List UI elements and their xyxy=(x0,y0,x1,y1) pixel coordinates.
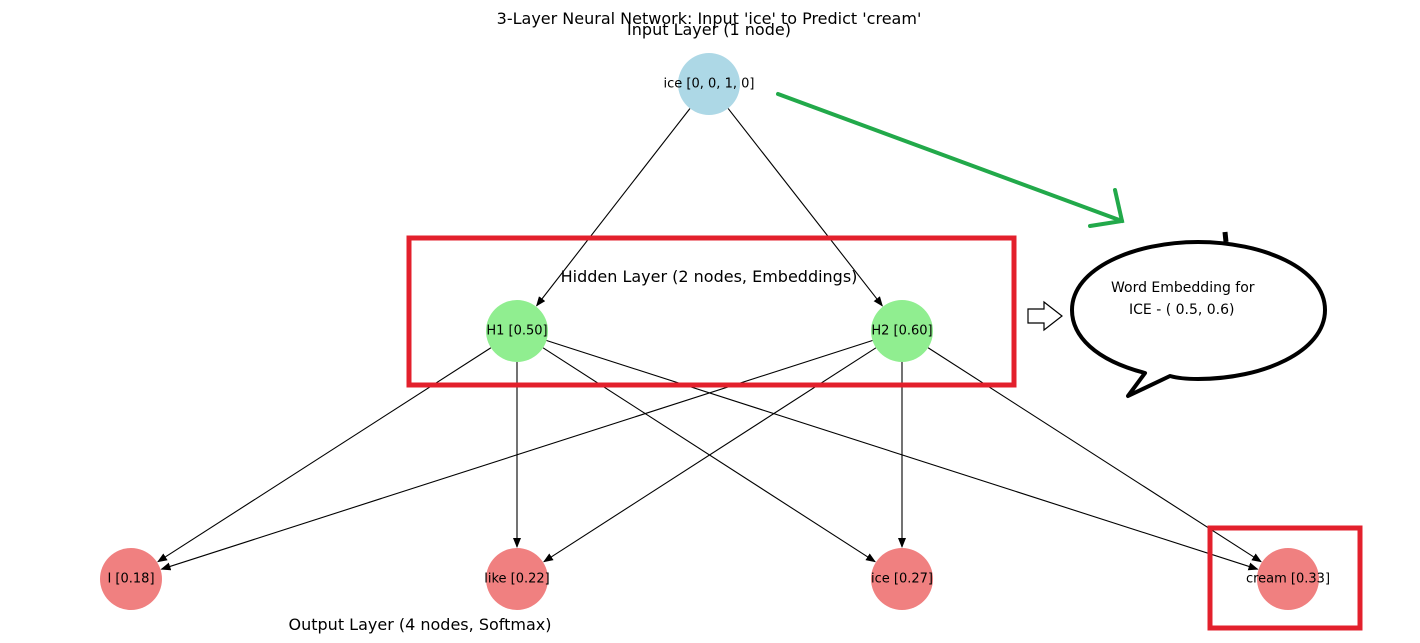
node-label-output-i: I [0.18] xyxy=(107,571,155,587)
node-label-output-ice: ice [0.27] xyxy=(871,571,933,587)
node-label-hidden-h1: H1 [0.50] xyxy=(486,323,548,339)
output-layer-label: Output Layer (4 nodes, Softmax) xyxy=(288,615,552,634)
node-hidden-h2 xyxy=(871,300,933,362)
nodes-layer xyxy=(100,53,1319,610)
right-arrow-icon xyxy=(1027,300,1063,332)
cream-highlight-box xyxy=(1207,525,1363,631)
node-label-hidden-h2: H2 [0.60] xyxy=(871,323,933,339)
node-label-output-cream: cream [0.33] xyxy=(1245,571,1331,587)
edge-ice-input-to-h2 xyxy=(727,108,883,307)
hidden-layer-highlight-box xyxy=(406,235,1017,388)
diagram-title: 3-Layer Neural Network: Input 'ice' to P… xyxy=(496,9,922,28)
node-input-ice-input xyxy=(678,53,740,115)
node-output-cream xyxy=(1257,548,1319,610)
callout-line-2: ICE - ( 0.5, 0.6) xyxy=(1129,302,1235,318)
hidden-layer-label: Hidden Layer (2 nodes, Embeddings) xyxy=(560,267,858,286)
speech-bubble xyxy=(1070,231,1327,398)
node-hidden-h1 xyxy=(486,300,548,362)
edge-h1-to-i xyxy=(157,347,492,563)
node-output-i xyxy=(100,548,162,610)
green-annotation-arrow xyxy=(776,92,1125,228)
node-output-ice xyxy=(871,548,933,610)
edge-h2-to-i xyxy=(160,339,873,571)
edge-ice-input-to-h1 xyxy=(536,108,691,307)
input-layer-label: Input Layer (1 node) xyxy=(627,20,791,39)
node-label-output-like: like [0.22] xyxy=(484,571,550,587)
callout-line-1: Word Embedding for xyxy=(1111,280,1255,296)
node-label-input-ice-input: ice [0, 0, 1, 0] xyxy=(663,76,755,92)
node-output-like xyxy=(486,548,548,610)
